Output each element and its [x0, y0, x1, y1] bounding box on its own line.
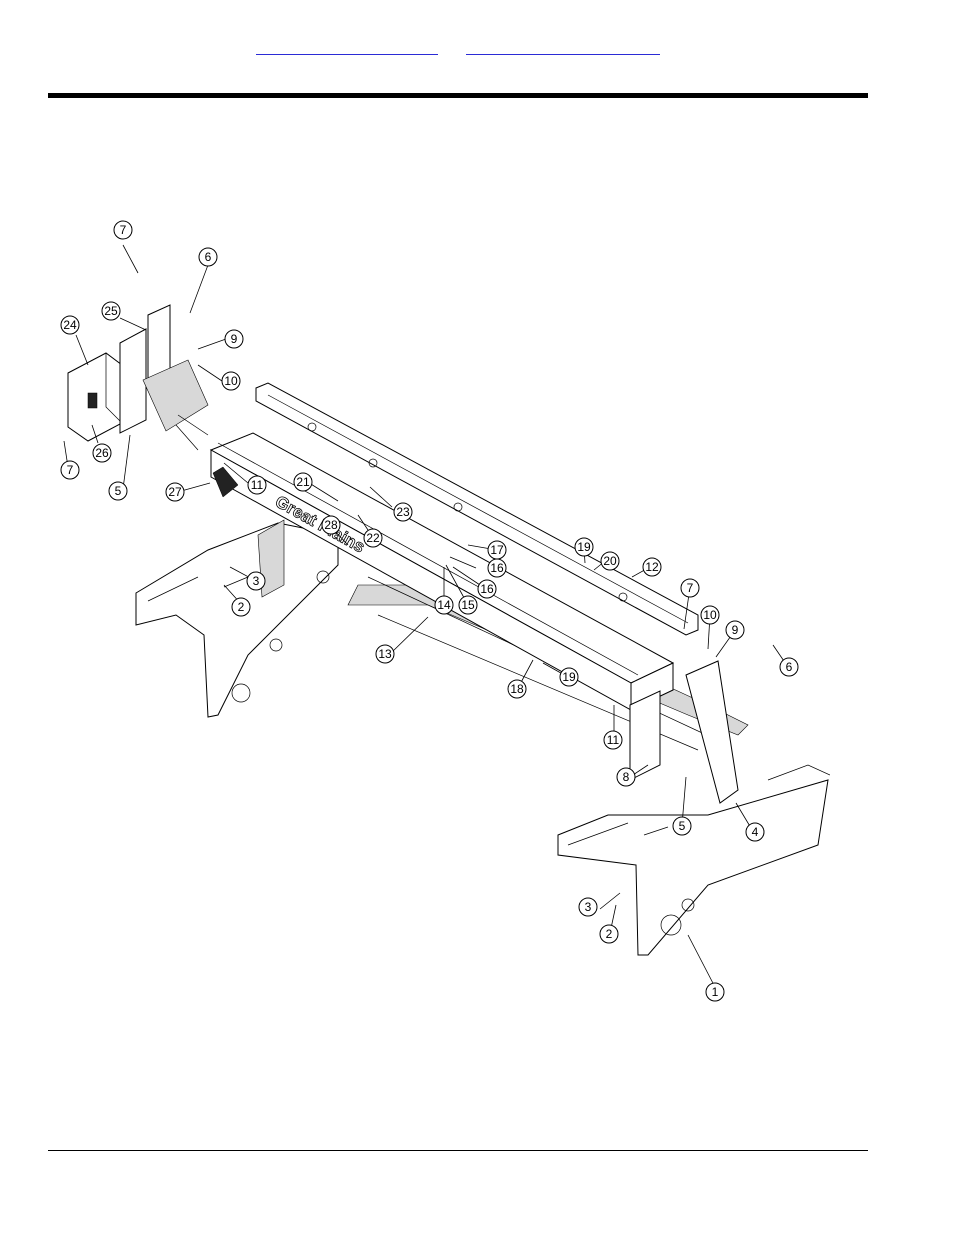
- callout: 2: [599, 924, 619, 944]
- svg-text:11: 11: [251, 478, 264, 492]
- callout: 11: [247, 475, 267, 495]
- callout: 2: [231, 597, 251, 617]
- callout: 21: [293, 472, 313, 492]
- svg-text:3: 3: [585, 900, 592, 914]
- callout: 3: [246, 571, 266, 591]
- header-link-1[interactable]: [256, 40, 438, 55]
- svg-text:19: 19: [577, 540, 591, 554]
- svg-text:12: 12: [645, 560, 659, 574]
- callout: 16: [477, 579, 497, 599]
- callout: 25: [101, 301, 121, 321]
- callout: 28: [321, 515, 341, 535]
- callout: 19: [574, 537, 594, 557]
- svg-text:21: 21: [296, 475, 310, 489]
- svg-text:9: 9: [231, 332, 238, 346]
- svg-text:3: 3: [253, 574, 260, 588]
- svg-text:16: 16: [490, 561, 504, 575]
- svg-text:6: 6: [205, 250, 212, 264]
- svg-text:10: 10: [224, 374, 238, 388]
- svg-text:4: 4: [752, 825, 759, 839]
- svg-text:15: 15: [461, 598, 475, 612]
- svg-text:25: 25: [104, 304, 118, 318]
- callouts: 7 6 25 24 9 10 26 7 5 27 11 21 23 22 28 …: [60, 220, 799, 1002]
- callout: 3: [578, 897, 598, 917]
- svg-text:16: 16: [480, 582, 494, 596]
- callout: 22: [363, 528, 383, 548]
- svg-text:17: 17: [490, 543, 504, 557]
- svg-text:7: 7: [687, 581, 694, 595]
- callout: 17: [487, 540, 507, 560]
- callout: 10: [700, 605, 720, 625]
- callout: 6: [198, 247, 218, 267]
- callout: 5: [672, 816, 692, 836]
- svg-text:7: 7: [120, 223, 127, 237]
- svg-text:28: 28: [324, 518, 338, 532]
- svg-text:24: 24: [63, 318, 77, 332]
- svg-text:2: 2: [238, 600, 245, 614]
- header-link-2[interactable]: [466, 40, 660, 55]
- parts-diagram: Great Plains: [60, 220, 830, 1002]
- callout: 27: [165, 482, 185, 502]
- svg-text:20: 20: [603, 554, 617, 568]
- callout: 19: [559, 667, 579, 687]
- callout: 18: [507, 679, 527, 699]
- svg-text:2: 2: [606, 927, 613, 941]
- callout: 4: [745, 822, 765, 842]
- footer-rule: [48, 1150, 868, 1151]
- callout: 7: [113, 220, 133, 240]
- header-rule: [48, 93, 868, 98]
- callout: 26: [92, 443, 112, 463]
- callout: 15: [458, 595, 478, 615]
- svg-text:19: 19: [562, 670, 576, 684]
- svg-text:18: 18: [510, 682, 524, 696]
- left-frame-plate: [135, 519, 339, 718]
- svg-text:22: 22: [366, 531, 380, 545]
- svg-text:9: 9: [732, 623, 739, 637]
- svg-text:27: 27: [168, 485, 182, 499]
- svg-text:5: 5: [679, 819, 686, 833]
- svg-text:8: 8: [623, 770, 630, 784]
- svg-text:1: 1: [712, 985, 719, 999]
- callout: 12: [642, 557, 662, 577]
- svg-text:5: 5: [115, 484, 122, 498]
- callout: 6: [779, 657, 799, 677]
- callout: 1: [705, 982, 725, 1002]
- callout: 7: [60, 460, 80, 480]
- callout: 9: [224, 329, 244, 349]
- callout: 14: [434, 595, 454, 615]
- callout: 7: [680, 578, 700, 598]
- callout: 23: [393, 502, 413, 522]
- svg-text:11: 11: [607, 733, 620, 747]
- svg-text:23: 23: [396, 505, 410, 519]
- top-rail: [255, 382, 699, 636]
- callout: 16: [487, 558, 507, 578]
- callout: 24: [60, 315, 80, 335]
- svg-text:7: 7: [67, 463, 74, 477]
- svg-text:10: 10: [703, 608, 717, 622]
- callout: 13: [375, 644, 395, 664]
- right-end-assembly: [557, 660, 830, 956]
- left-bracket: [67, 304, 209, 451]
- callout: 11: [603, 730, 623, 750]
- callout: 5: [108, 481, 128, 501]
- svg-text:13: 13: [378, 647, 392, 661]
- callout: 9: [725, 620, 745, 640]
- callout: 8: [616, 767, 636, 787]
- callout: 10: [221, 371, 241, 391]
- svg-text:26: 26: [95, 446, 109, 460]
- svg-text:14: 14: [437, 598, 451, 612]
- callout: 20: [600, 551, 620, 571]
- svg-text:6: 6: [786, 660, 793, 674]
